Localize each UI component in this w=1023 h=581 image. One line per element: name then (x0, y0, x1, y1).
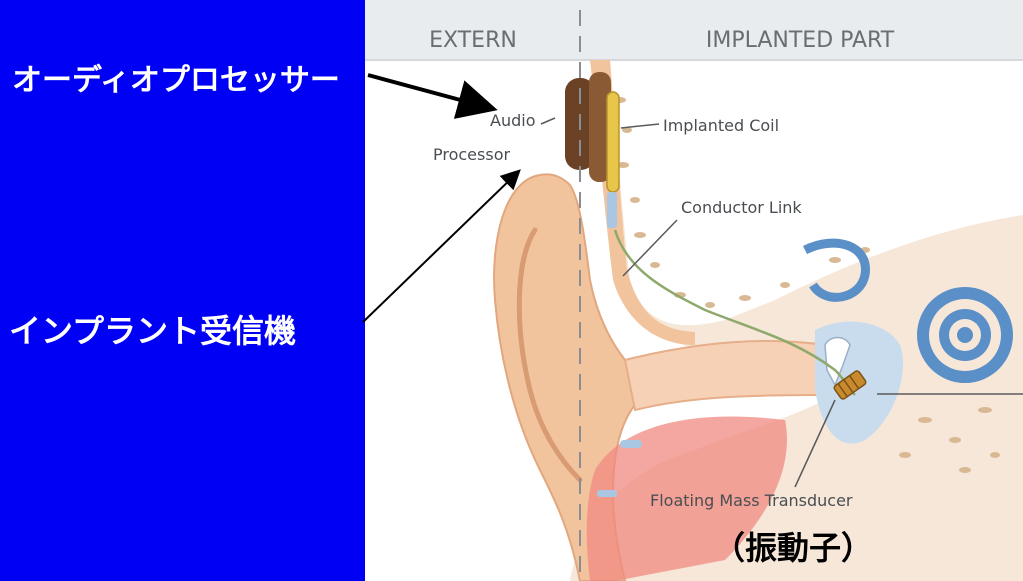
annotation-receiver-jp: インプラント受信機 (9, 306, 296, 352)
arrow-implant-receiver (363, 172, 518, 322)
arrow-audio-processor (368, 75, 490, 108)
annotation-transducer-jp: （振動子） (713, 523, 873, 569)
annotation-audio-processor-jp: オーディオプロセッサー (12, 55, 340, 99)
